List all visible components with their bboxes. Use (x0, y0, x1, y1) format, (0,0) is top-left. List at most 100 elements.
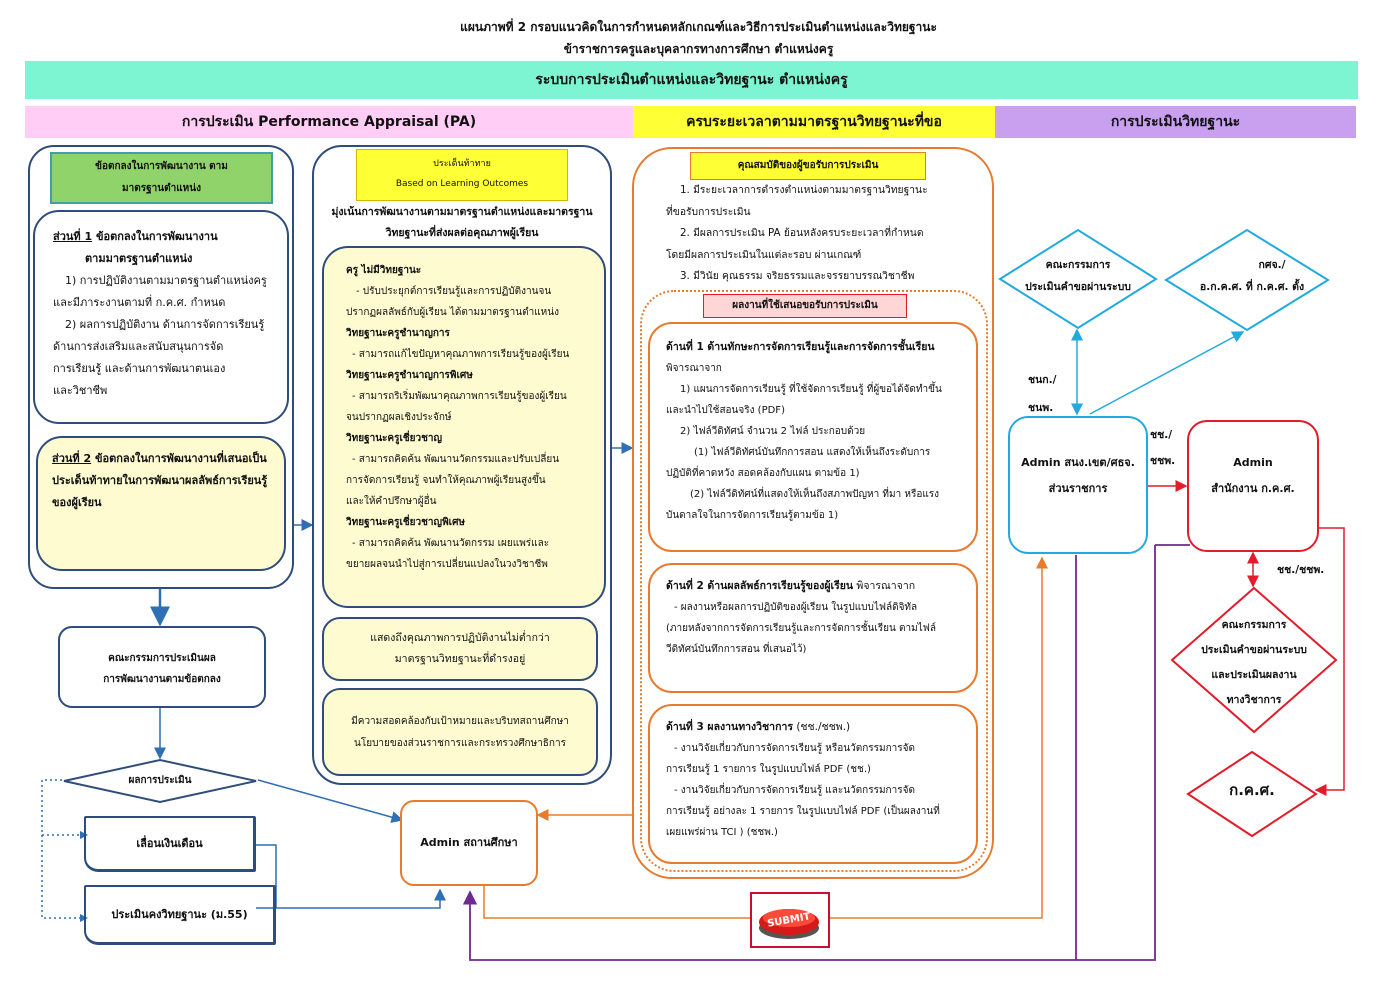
domain1-title: ด้านที่ 1 ด้านทักษะการจัดการเรียนรู้และก… (666, 341, 935, 353)
section-pa: การประเมิน Performance Appraisal (PA) (25, 106, 633, 138)
label-chch: ชช./ชชพ. (1277, 564, 1325, 576)
domain3-line: - งานวิจัยเกี่ยวกับการจัดการเรียนรู้ และ… (674, 785, 915, 796)
arrow-area-kosho (1089, 331, 1245, 415)
qual-line: 1. มีระยะเวลาการดำรงตำแหน่งตามมาตรฐานวิท… (680, 184, 928, 196)
level-line: - ปรับประยุกต์การเรียนรู้และการปฏิบัติงา… (356, 286, 552, 297)
qual-line: ที่ขอรับการประเมิน (666, 205, 751, 218)
domain2-box: ด้านที่ 2 ด้านผลลัพธ์การเรียนรู้ของผู้เร… (648, 563, 978, 693)
domain1-line: 1) แผนการจัดการเรียนรู้ ที่ใช้จัดการเรีย… (680, 384, 942, 395)
domain2-line: (ภายหลังจากการจัดการเรียนรู้และการจัดการ… (666, 623, 936, 634)
domain3-line: การเรียนรู้ 1 รายการ ในรูปแบบไฟล์ PDF (ช… (666, 764, 871, 775)
committee-acad-line3: และประเมินผลงาน (1211, 669, 1297, 681)
part1-item: และวิชาชีพ (53, 384, 108, 397)
line-return-purple (462, 545, 1156, 961)
agreement-container (28, 145, 294, 589)
domain1-line: (1) ไฟล์วีดิทัศน์บันทึกการสอน แสดงให้เห็… (694, 447, 931, 458)
works-tag: ผลงานที่ใช้เสนอขอรับการประเมิน (703, 294, 907, 318)
focus-line2: วิทยฐานะที่ส่งผลต่อคุณภาพผู้เรียน (385, 227, 539, 239)
part1-title: ข้อตกลงในการพัฒนางาน (92, 230, 218, 243)
domain1-box: ด้านที่ 1 ด้านทักษะการจัดการเรียนรู้และก… (648, 322, 978, 552)
result-label: ผลการประเมิน (128, 775, 192, 786)
title-line2: ข้าราชการครูและบุคลากรทางการศึกษา ตำแหน่… (563, 42, 834, 56)
domain2-line: - ผลงานหรือผลการปฏิบัติของผู้เรียน ในรูป… (674, 602, 918, 613)
line-submit (483, 886, 750, 919)
part1-box: ส่วนที่ 1 ข้อตกลงในการพัฒนางาน ตามมาตรฐา… (33, 210, 289, 424)
qual-line: โดยมีผลการประเมินในแต่ละรอบ ผ่านเกณฑ์ (666, 248, 862, 261)
align-line1: มีความสอดคล้องกับเป้าหมายและบริบทสถานศึก… (351, 716, 569, 727)
part2-title: ข้อตกลงในการพัฒนางานที่เสนอเป็นประเด็นท้… (52, 452, 268, 509)
admin-area-box: Admin สนง.เขต/ศธจ. ส่วนราชการ (1008, 416, 1148, 554)
title-line1: แผนภาพที่ 2 กรอบแนวคิดในการกำหนดหลักเกณฑ… (460, 20, 937, 34)
quality-line2: มาตรฐานวิทยฐานะที่ดำรงอยู่ (394, 653, 526, 665)
levels-box: ครู ไม่มีวิทยฐานะ - ปรับประยุกต์การเรียน… (322, 246, 606, 608)
admin-area-line2: ส่วนราชการ (1048, 482, 1108, 495)
committee-pass-line2: ประเมินคำขอผ่านระบบ (1025, 281, 1131, 293)
level-line: ขยายผลจนนำไปสู่การเปลี่ยนแปลงในวงวิชาชีพ (346, 559, 548, 570)
label-chn-line1: ชนก./ (1028, 374, 1057, 386)
domain3-title: ด้านที่ 3 ผลงานทางวิชาการ (666, 721, 793, 733)
kosho-line1: กศจ./ (1258, 259, 1286, 271)
section-evaluation: การประเมินวิทยฐานะ (995, 106, 1356, 138)
kosho-line2: อ.ก.ค.ศ. ที่ ก.ค.ศ. ตั้ง (1199, 281, 1305, 293)
part2-box: ส่วนที่ 2 ข้อตกลงในการพัฒนางานที่เสนอเป็… (36, 436, 286, 571)
domain1-line: และนำไปใช้สอนจริง (PDF) (666, 405, 785, 416)
period-container (632, 147, 994, 879)
quality-box: แสดงถึงคุณภาพการปฏิบัติงานไม่ต่ำกว่า มาต… (322, 617, 598, 681)
kks-diamond (1186, 750, 1318, 838)
part1-item: 2) ผลการปฏิบัติงาน ด้านการจัดการเรียนรู้ (65, 318, 265, 331)
works-container (640, 290, 988, 872)
label-ch2: ชชพ. (1150, 455, 1176, 467)
challenge-tag-line2: Based on Learning Outcomes (395, 179, 529, 189)
level-title: วิทยฐานะครูเชี่ยวชาญพิเศษ (346, 517, 466, 528)
domain2-line: วีดิทัศน์บันทึกการสอน ที่เสนอไว้) (666, 644, 807, 655)
label-chch-side: ชช./ ชชพ. (1150, 422, 1175, 474)
committee-acad-label: คณะกรรมการ ประเมินคำขอผ่านระบบ และประเมิ… (1170, 613, 1338, 713)
part1-item: และมีภาระงานตามที่ ก.ค.ศ. กำหนด (53, 296, 226, 309)
part1-item: 1) การปฏิบัติงานตามมาตรฐานตำแหน่งครู (65, 274, 267, 287)
arrow-result-admin (257, 779, 404, 823)
committee-acad-line2: ประเมินคำขอผ่านระบบ (1201, 644, 1307, 656)
label-ch1: ชช./ (1150, 429, 1173, 441)
committee-pass-diamond (998, 228, 1158, 330)
domain1-line: บันดาลใจในการจัดการเรียนรู้ตามข้อ 1) (666, 510, 839, 521)
qualification-tag: คุณสมบัติของผู้ขอรับการประเมิน (690, 152, 926, 180)
committee-acad-line4: ทางวิชาการ (1226, 694, 1282, 706)
part1-item: การเรียนรู้ และด้านการพัฒนาตนเอง (53, 362, 226, 375)
committee-pass-line1: คณะกรรมการ (1045, 259, 1111, 271)
level-title: วิทยฐานะครูชำนาญการพิเศษ (346, 370, 473, 381)
salary-box: เลื่อนเงินเดือน (84, 816, 256, 872)
label-chn: ชนก./ ชนพ. (1028, 366, 1057, 422)
admin-kks-line2: สำนักงาน ก.ค.ศ. (1211, 482, 1295, 495)
level-title: ครู ไม่มีวิทยฐานะ (346, 265, 422, 276)
domain1-line: (2) ไฟล์วีดิทัศน์ที่แสดงให้เห็นถึงสภาพปั… (690, 489, 940, 500)
admin-kks-line1: Admin (1233, 456, 1273, 469)
qual-line: 2. มีผลการประเมิน PA ย้อนหลังครบระยะเวลา… (680, 227, 924, 239)
result-diamond (63, 758, 257, 804)
label-chn-line2: ชนพ. (1028, 402, 1054, 414)
align-line2: นโยบายของส่วนราชการและกระทรวงศึกษาธิการ (354, 738, 566, 749)
maintain-box: ประเมินคงวิทยฐานะ (ม.55) (84, 885, 276, 945)
focus-line1: มุ่งเน้นการพัฒนางานตามมาตรฐานตำแหน่งและม… (331, 206, 593, 218)
admin-school-box: Admin สถานศึกษา (400, 800, 538, 886)
pa-committee-box: คณะกรรมการประเมินผล การพัฒนางานตามข้อตกล… (58, 626, 266, 708)
domain2-suffix: พิจารณาจาก (853, 580, 916, 592)
challenge-container (312, 145, 612, 785)
part2-head: ส่วนที่ 2 (52, 452, 92, 465)
committee-acad-line1: คณะกรรมการ (1221, 619, 1287, 631)
line-kks-board (1314, 527, 1345, 796)
alignment-box: มีความสอดคล้องกับเป้าหมายและบริบทสถานศึก… (322, 688, 598, 776)
domain3-line: - งานวิจัยเกี่ยวกับการจัดการเรียนรู้ หรื… (674, 743, 915, 754)
line-submit-area (830, 556, 1048, 919)
domain3-suffix: (ชช./ชชพ.) (792, 721, 851, 733)
level-line: ปรากฏผลลัพธ์กับผู้เรียน ได้ตามมาตรฐานตำแ… (346, 307, 559, 318)
domain2-title: ด้านที่ 2 ด้านผลลัพธ์การเรียนรู้ของผู้เร… (666, 580, 854, 592)
submit-button[interactable]: SUBMIT (750, 892, 830, 948)
level-line: - สามารถคิดค้น พัฒนานวัตกรรม เผยแพร่และ (352, 538, 550, 549)
challenge-tag-line1: ประเด็นท้าทาย (433, 159, 491, 169)
domain3-box: ด้านที่ 3 ผลงานทางวิชาการ (ชช./ชชพ.) - ง… (648, 704, 978, 864)
qualification-list: 1. มีระยะเวลาการดำรงตำแหน่งตามมาตรฐานวิท… (660, 180, 980, 288)
submit-icon: SUBMIT (759, 909, 819, 939)
level-line: จนปรากฏผลเชิงประจักษ์ (346, 412, 452, 423)
level-line: และให้คำปรึกษาผู้อื่น (346, 496, 437, 507)
